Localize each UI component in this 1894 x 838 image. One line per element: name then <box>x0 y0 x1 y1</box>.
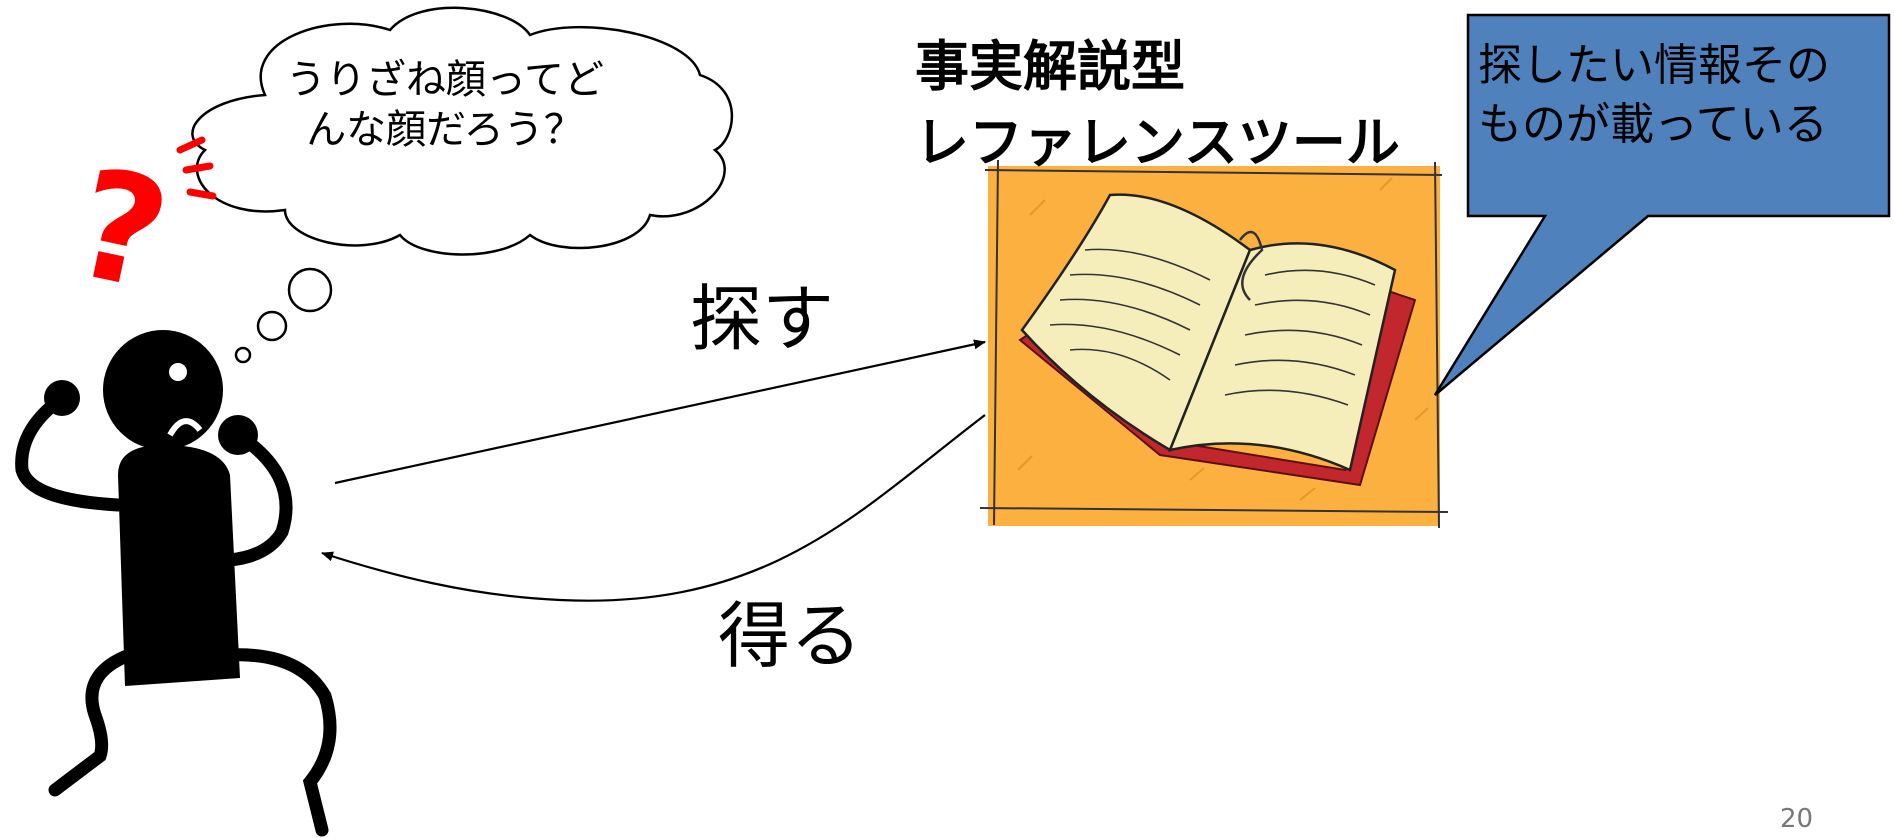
thought-bubble-text: うりざね顔ってどんな顔だろう？ <box>286 57 604 153</box>
callout-text: 探したい情報そのものが載っている <box>1478 40 1830 150</box>
thought-dot-medium <box>256 310 288 342</box>
tool-title-line2: レファレンスツール <box>915 111 1400 174</box>
arrow-obtain <box>321 414 986 602</box>
obtain-arrow-label: 得る <box>718 594 863 678</box>
search-arrow-label: 探す <box>690 277 835 361</box>
surprise-marks-icon <box>176 136 217 200</box>
tool-title-line1: 事実解説型 <box>915 35 1185 98</box>
confused-person-icon <box>15 330 337 837</box>
open-book-icon <box>979 159 1449 529</box>
question-mark-icon: ? <box>61 136 182 324</box>
page-number: 20 <box>1780 804 1814 834</box>
thought-cloud <box>191 6 734 364</box>
callout-box <box>1433 13 1891 396</box>
thought-dot-large <box>287 267 333 313</box>
thought-dot-small <box>234 346 252 364</box>
arrow-search <box>334 339 986 485</box>
